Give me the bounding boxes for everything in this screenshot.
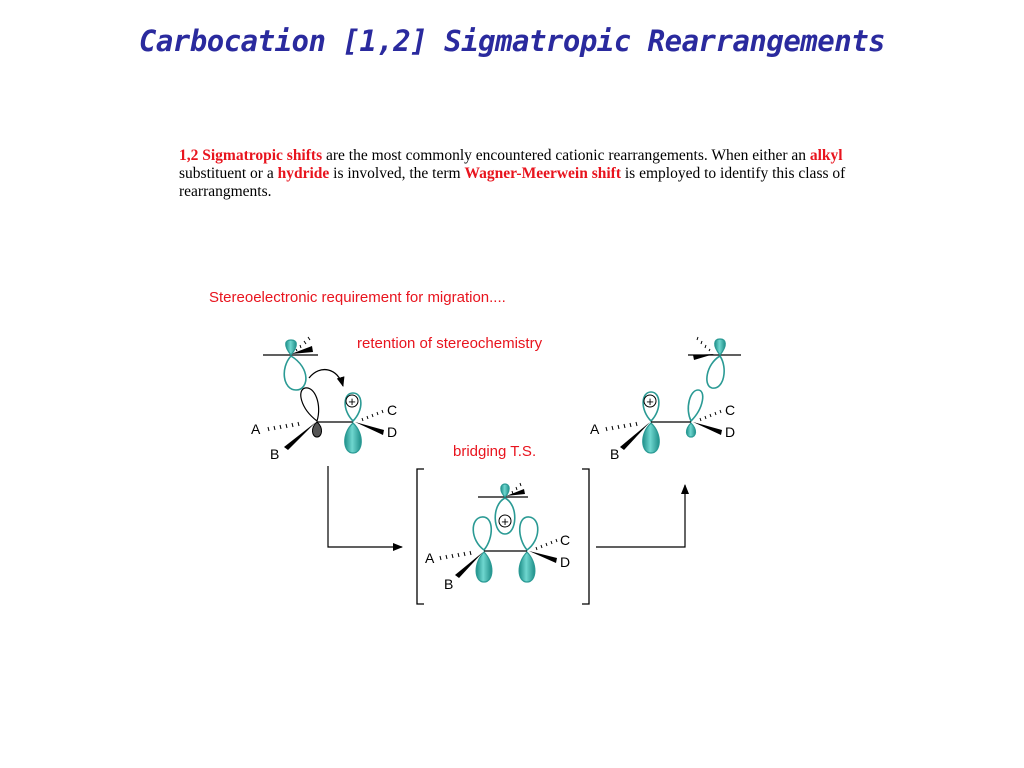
ts-hash-a — [439, 550, 472, 561]
wedge-bond-b — [284, 422, 316, 450]
reaction-arrow-to-product — [596, 484, 689, 548]
bridging-transition-state: + A B C D — [425, 482, 570, 592]
intro-paragraph: 1,2 Sigmatropic shifts are the most comm… — [179, 147, 859, 201]
sigma-bond-orbital — [300, 387, 320, 422]
intro-text-1: are the most commonly encountered cation… — [322, 147, 810, 164]
product-small-lobe — [714, 338, 726, 356]
intro-text-4: is employed to identify this class of re… — [179, 165, 846, 200]
empty-p-orbital-bottom — [344, 422, 362, 454]
ts-wedge-d — [529, 551, 557, 563]
intro-text-3: is involved, the term — [329, 165, 465, 182]
ts-hash — [511, 482, 522, 495]
hash-bond — [295, 336, 311, 352]
product-wedge — [693, 354, 714, 360]
product-hash-c — [699, 409, 722, 422]
migrating-orbital-small-lobe — [285, 339, 297, 356]
ts-hash-c — [535, 538, 558, 551]
substituent-d: D — [387, 424, 397, 440]
wedge-bond-d — [355, 422, 384, 435]
product-empty-p-bottom — [642, 422, 660, 454]
term-wagner-meerwein: Wagner-Meerwein shift — [464, 165, 621, 182]
rearranged-cation: + A B C D — [590, 336, 741, 462]
product-substituent-a: A — [590, 421, 600, 437]
sigma-bond-small-lobe — [312, 421, 322, 438]
ts-left-orbital-top — [472, 516, 493, 552]
ts-substituent-a: A — [425, 550, 435, 566]
product-bonded-orbital — [687, 389, 704, 423]
product-substituent-d: D — [725, 424, 735, 440]
ts-right-orbital-top — [518, 516, 539, 552]
wedge-bond — [291, 346, 313, 354]
migrating-orbital-large-lobe — [283, 354, 307, 391]
ts-charge-circle — [498, 514, 512, 528]
ts-bracket-left — [416, 468, 424, 605]
ts-substituent-b: B — [444, 576, 453, 592]
ts-wedge-b — [455, 552, 483, 578]
product-substituent-c: C — [725, 402, 735, 418]
stereoelectronic-heading: Stereoelectronic requirement for migrati… — [209, 289, 506, 306]
term-hydride: hydride — [277, 165, 330, 182]
ts-charge-symbol: + — [501, 514, 509, 529]
product-substituent-b: B — [610, 446, 619, 462]
migration-arrow — [308, 368, 345, 387]
product-sigma-lobe — [706, 354, 725, 389]
reaction-arrow-to-ts — [327, 466, 403, 551]
ts-small-lobe — [500, 483, 510, 498]
product-wedge-d — [693, 422, 722, 435]
term-sigmatropic-shifts: 1,2 Sigmatropic shifts — [179, 147, 323, 164]
ts-right-orbital-bottom — [518, 551, 536, 583]
ts-substituent-d: D — [560, 554, 570, 570]
bridging-ts-label: bridging T.S. — [453, 443, 536, 460]
page-title: Carbocation [1,2] Sigmatropic Rearrangem… — [138, 24, 886, 58]
ts-left-orbital-bottom — [475, 551, 493, 583]
substituent-a: A — [251, 421, 261, 437]
term-alkyl: alkyl — [809, 147, 843, 164]
product-bonded-small-lobe — [685, 422, 697, 438]
substituent-c: C — [387, 402, 397, 418]
cation-charge-symbol: + — [348, 394, 356, 409]
hash-bond-a — [267, 421, 300, 432]
starting-cation: A B + C D — [251, 336, 397, 462]
product-hash — [696, 336, 711, 352]
intro-text-2: substituent or a — [179, 165, 278, 182]
product-hash-a — [605, 421, 638, 432]
ts-substituent-c: C — [560, 532, 570, 548]
product-charge-circle — [643, 394, 657, 408]
substituent-b: B — [270, 446, 279, 462]
cation-charge-circle — [345, 394, 359, 408]
product-wedge-b — [620, 422, 650, 450]
hash-bond-c — [361, 409, 384, 422]
ts-bracket-right — [582, 468, 590, 605]
ts-wedge — [506, 489, 525, 496]
retention-label: retention of stereochemistry — [357, 335, 543, 352]
product-charge-symbol: + — [646, 394, 654, 409]
